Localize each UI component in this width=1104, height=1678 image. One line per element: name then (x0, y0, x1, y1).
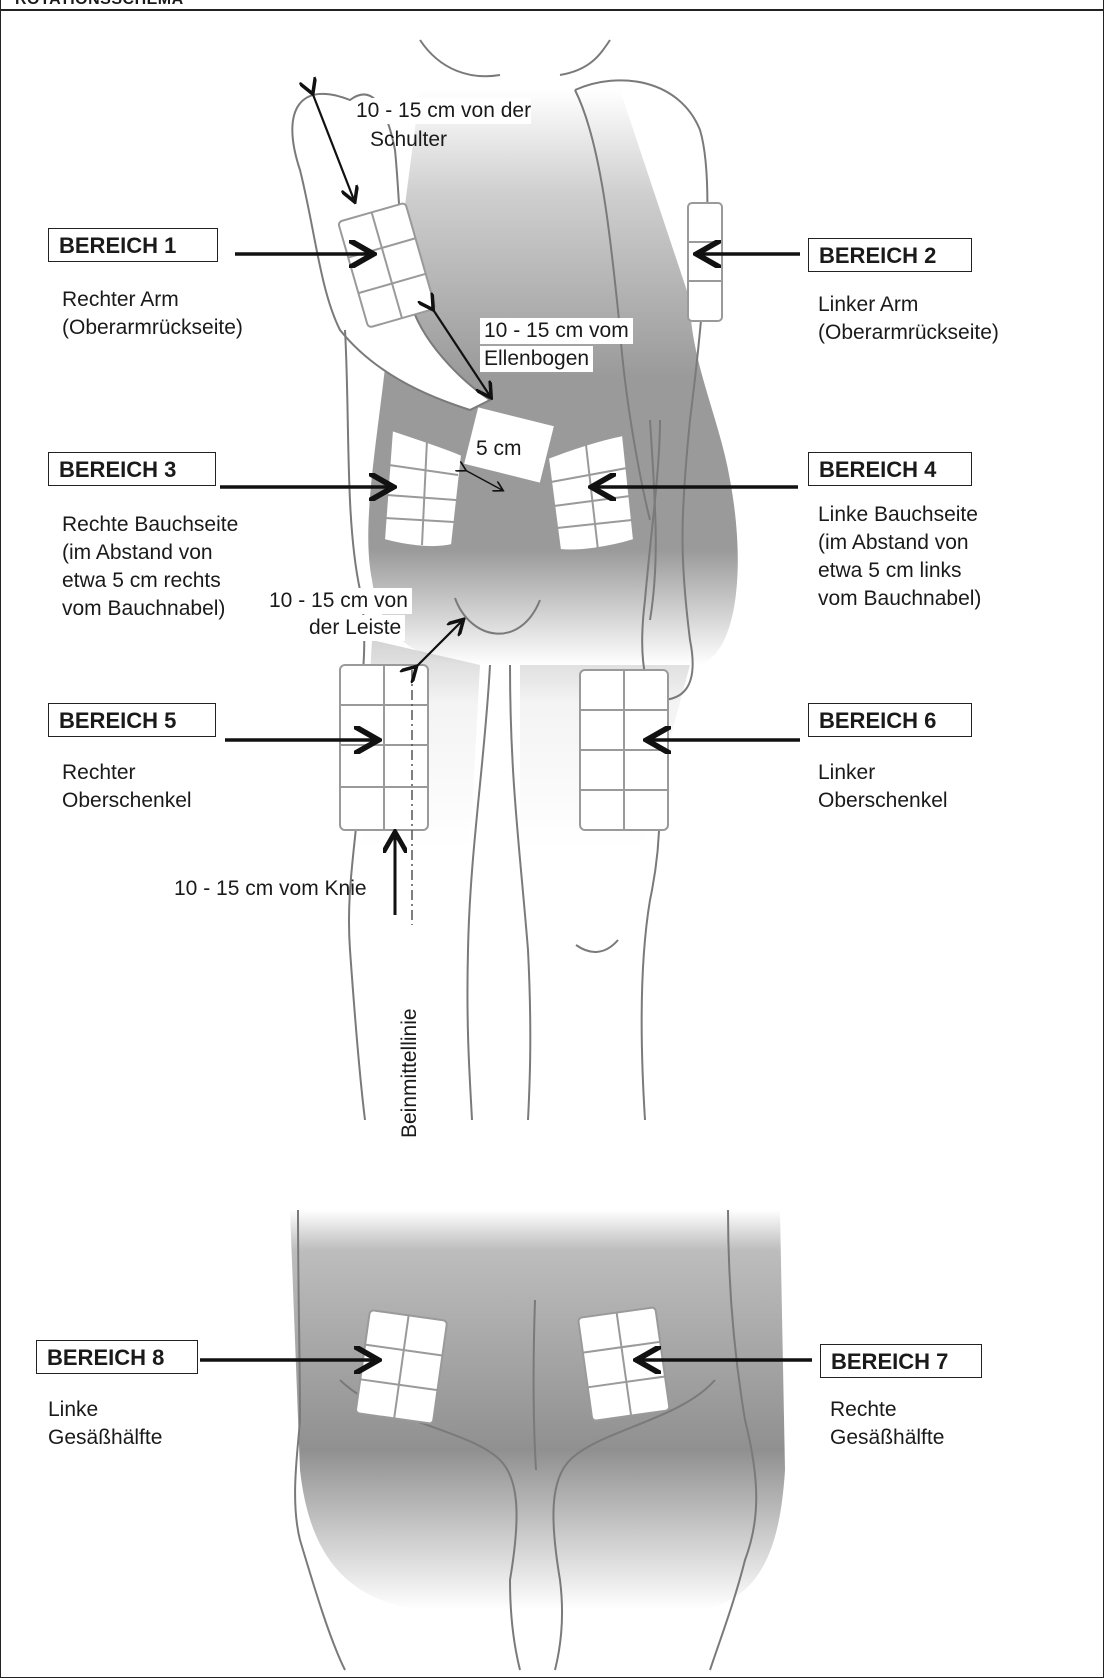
region-7-desc-line-2: Gesäßhälfte (830, 1425, 944, 1451)
elbow-distance-line-1: 10 - 15 cm vom (480, 318, 633, 344)
groin-distance-line-2: der Leiste (305, 615, 405, 641)
region-5-desc-line-1: Rechter (62, 760, 136, 786)
region-4-desc-line-1: Linke Bauchseite (818, 502, 978, 528)
region-2-desc-line-2: (Oberarmrückseite) (818, 320, 999, 346)
region-3-desc-line-4: vom Bauchnabel) (62, 596, 225, 622)
region-2-label: BEREICH 2 (808, 238, 972, 272)
shoulder-distance-line-2: Schulter (370, 127, 447, 153)
region-3-desc-line-2: (im Abstand von (62, 540, 213, 566)
region-4-desc-line-2: (im Abstand von (818, 530, 969, 556)
region-1-desc-line-1: Rechter Arm (62, 287, 179, 313)
region-8-desc-line-1: Linke (48, 1397, 98, 1423)
region-1-label: BEREICH 1 (48, 228, 218, 262)
zone-4-grid (548, 435, 634, 551)
zone-6-grid (580, 670, 668, 830)
neck-outline (420, 40, 610, 76)
region-8-desc-line-2: Gesäßhälfte (48, 1425, 162, 1451)
knee-mark (576, 940, 618, 952)
region-4-label: BEREICH 4 (808, 452, 972, 486)
region-5-desc-line-2: Oberschenkel (62, 788, 192, 814)
region-5-label: BEREICH 5 (48, 703, 216, 737)
region-6-label: BEREICH 6 (808, 703, 972, 737)
region-7-label: BEREICH 7 (820, 1344, 982, 1378)
zone-7-grid (578, 1307, 670, 1421)
navel-distance-label: 5 cm (476, 436, 522, 462)
region-3-label: BEREICH 3 (48, 452, 216, 486)
zone-8-grid (356, 1310, 448, 1424)
region-3-desc-line-1: Rechte Bauchseite (62, 512, 238, 538)
region-6-desc-line-2: Oberschenkel (818, 788, 948, 814)
region-4-desc-line-4: vom Bauchnabel) (818, 586, 981, 612)
zone-2-grid (688, 203, 722, 321)
region-8-label: BEREICH 8 (36, 1340, 198, 1374)
leg-midline-label: Beinmittellinie (398, 1008, 422, 1138)
region-4-desc-line-3: etwa 5 cm links (818, 558, 962, 584)
region-7-desc-line-1: Rechte (830, 1397, 897, 1423)
zone-5-grid (340, 665, 428, 830)
shoulder-distance-line-1: 10 - 15 cm von der (356, 98, 531, 124)
region-6-desc-line-1: Linker (818, 760, 875, 786)
region-3-desc-line-3: etwa 5 cm rechts (62, 568, 221, 594)
groin-distance-line-1: 10 - 15 cm von (265, 588, 412, 614)
elbow-distance-line-2: Ellenbogen (480, 346, 593, 372)
region-2-desc-line-1: Linker Arm (818, 292, 918, 318)
knee-distance-label: 10 - 15 cm vom Knie (174, 876, 367, 902)
region-1-desc-line-2: (Oberarmrückseite) (62, 315, 243, 341)
